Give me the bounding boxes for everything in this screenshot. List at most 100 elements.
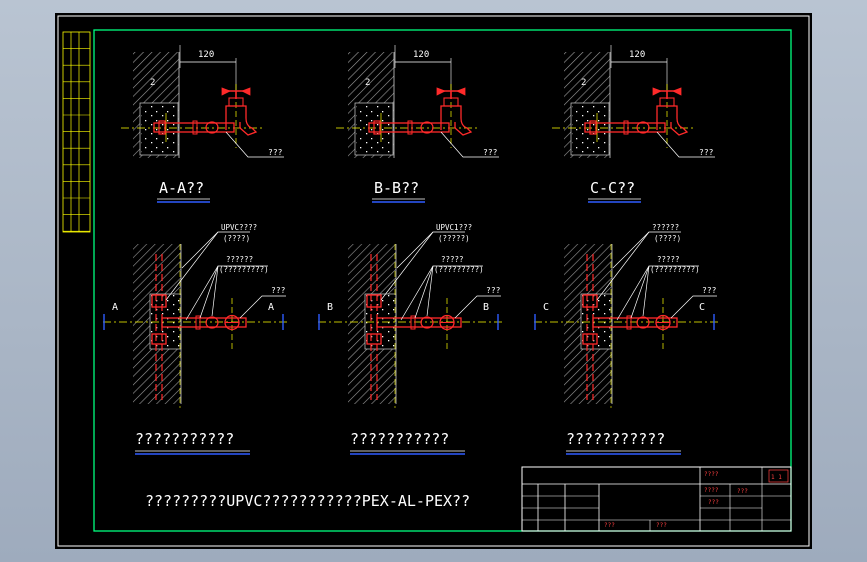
callout-leader [454,295,501,319]
pipe-nut [192,120,198,135]
title-block: ???? ???? ??? ??? ??? ??? 1 1 [521,466,792,532]
bottom-note: ?????????UPVC???????????PEX-AL-PEX?? [145,492,470,510]
pipe [368,122,450,133]
wall-mark: 2 [365,78,370,88]
callout-leader [670,295,717,319]
leader-line [440,131,499,158]
callout-leader [211,265,219,317]
pipe-union [205,121,219,134]
pipe-union [420,121,434,134]
section-tag: A [268,302,274,313]
tee-fitting [151,333,167,345]
pipe-nut [626,315,632,330]
pipe-union [636,316,650,329]
callout-leader [642,265,650,317]
dimension-value: 120 [629,50,645,60]
callout-label: (????) [654,234,681,243]
wall-mark: 2 [581,78,586,88]
pipe [161,317,247,328]
section-b: 2 120??? B-B?? B B UPVC1??? (?????)?????(?????… [318,45,502,455]
callout-leader [596,231,650,301]
sheet-number: 1 1 [771,474,782,481]
leader-line [656,131,715,158]
tee-fitting [582,333,598,345]
callout-leader [199,265,219,319]
callout-label: (?????) [438,234,470,243]
dimension-value: 120 [413,50,429,60]
callout-label: (?????????) [219,265,269,274]
pipe-nut [410,315,416,330]
detail-title: ??????????? [135,430,234,448]
section-tag: C [699,302,705,313]
faucet-body [656,105,689,136]
detail-title: ??????????? [350,430,449,448]
side-revision-table [62,31,91,233]
pipe-nut [407,120,413,135]
section-title: B-B?? [374,179,419,197]
pipe-union [636,121,650,134]
section-tag: B [327,302,333,313]
faucet-handle-wing [652,87,682,96]
tee-fitting [151,294,167,308]
section-title: C-C?? [590,179,635,197]
callout-label: (?????????) [650,265,700,274]
title-block-cell: ??? [656,522,667,529]
pipe [592,317,678,328]
callout-label: ?????? [652,223,679,232]
faucet-body [440,105,473,136]
faucet-handle-wing [436,87,466,96]
callout-leader [165,231,219,301]
section-c: 2 120??? C-C?? C C?????? (????)?????(????????… [534,45,718,455]
faucet-body [225,105,258,136]
callout-label: (?????????) [434,265,484,274]
callout-leader [239,295,286,319]
pipe-fitting [589,120,597,135]
title-block-cell: ???? [704,487,719,494]
pipe-nut [623,120,629,135]
elbow-label: ??? [486,286,501,295]
title-block-cell: ??? [737,488,748,495]
title-block-cell: ??? [604,522,615,529]
dimension-value: 120 [198,50,214,60]
callout-label: ?????? [226,255,253,264]
elbow-label: ??? [702,286,717,295]
pipe-union [205,316,219,329]
section-title: A-A?? [159,179,204,197]
section-a: 2 120??? A-A?? A A UPVC???? (????)??????(?????… [103,45,287,455]
title-block-cell: ???? [704,471,719,478]
pipe [376,317,462,328]
wall-mark: 2 [150,78,155,88]
callout-label: UPVC???? [221,223,257,232]
callout-leader [380,231,434,301]
faucet-label: ??? [699,148,714,157]
title-block-cell: ??? [708,499,719,506]
tee-fitting [366,294,382,308]
section-tag: A [112,302,118,313]
pipe [584,122,666,133]
outer-frame [57,15,810,547]
callout-leader [426,265,434,317]
callout-label: (????) [223,234,250,243]
faucet-label: ??? [483,148,498,157]
callout-label: ????? [657,255,680,264]
section-tag: C [543,302,549,313]
pipe-nut [195,315,201,330]
pipe-fitting [158,120,166,135]
inner-frame [93,29,792,532]
callout-leader [630,265,650,319]
faucet-handle-wing [221,87,251,96]
callout-label: ????? [441,255,464,264]
faucet-label: ??? [268,148,283,157]
callout-label: UPVC1??? [436,223,472,232]
pipe-union [420,316,434,329]
elbow-label: ??? [271,286,286,295]
leader-line [225,131,284,158]
callout-leader [414,265,434,319]
tee-fitting [366,333,382,345]
pipe-fitting [373,120,381,135]
pipe [153,122,235,133]
section-tag: B [483,302,489,313]
tee-fitting [582,294,598,308]
detail-title: ??????????? [566,430,665,448]
